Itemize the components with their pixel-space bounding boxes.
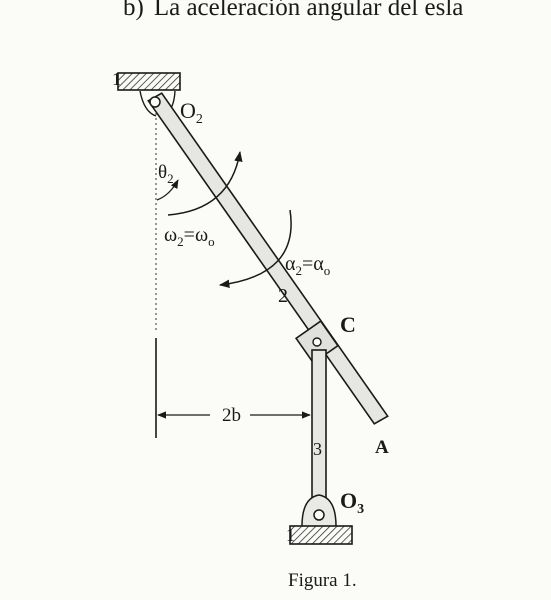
- theta-label: θ2: [158, 162, 174, 186]
- question-heading: b) La aceleración angular del esla: [123, 0, 463, 22]
- figure-caption: Figura 1.: [288, 570, 357, 591]
- ground-bottom: [289, 494, 353, 545]
- point-c-label: C: [340, 312, 356, 337]
- omega-label: ω2=ωo: [164, 224, 215, 249]
- question-text: La aceleración angular del esla: [153, 0, 464, 21]
- pivot-o2-label: O2: [180, 98, 203, 127]
- ground-top-label: 1: [112, 69, 121, 89]
- link-2-label: 2: [278, 285, 288, 307]
- pivot-o3-label: O3: [340, 488, 364, 517]
- alpha-arrow: [218, 209, 292, 288]
- point-a-label: A: [375, 437, 389, 458]
- slider-block-c: [294, 319, 340, 365]
- question-item-letter: b): [123, 0, 144, 21]
- link-2: [147, 92, 389, 425]
- ground-bottom-label: 1: [286, 525, 295, 545]
- link-3-label: 3: [313, 439, 322, 459]
- dimension-2b-label: 2b: [222, 405, 241, 426]
- omega-arrow: [167, 150, 243, 216]
- ground-top: [117, 72, 181, 117]
- theta-arc: [156, 179, 179, 201]
- alpha-label: α2=αo: [285, 253, 330, 278]
